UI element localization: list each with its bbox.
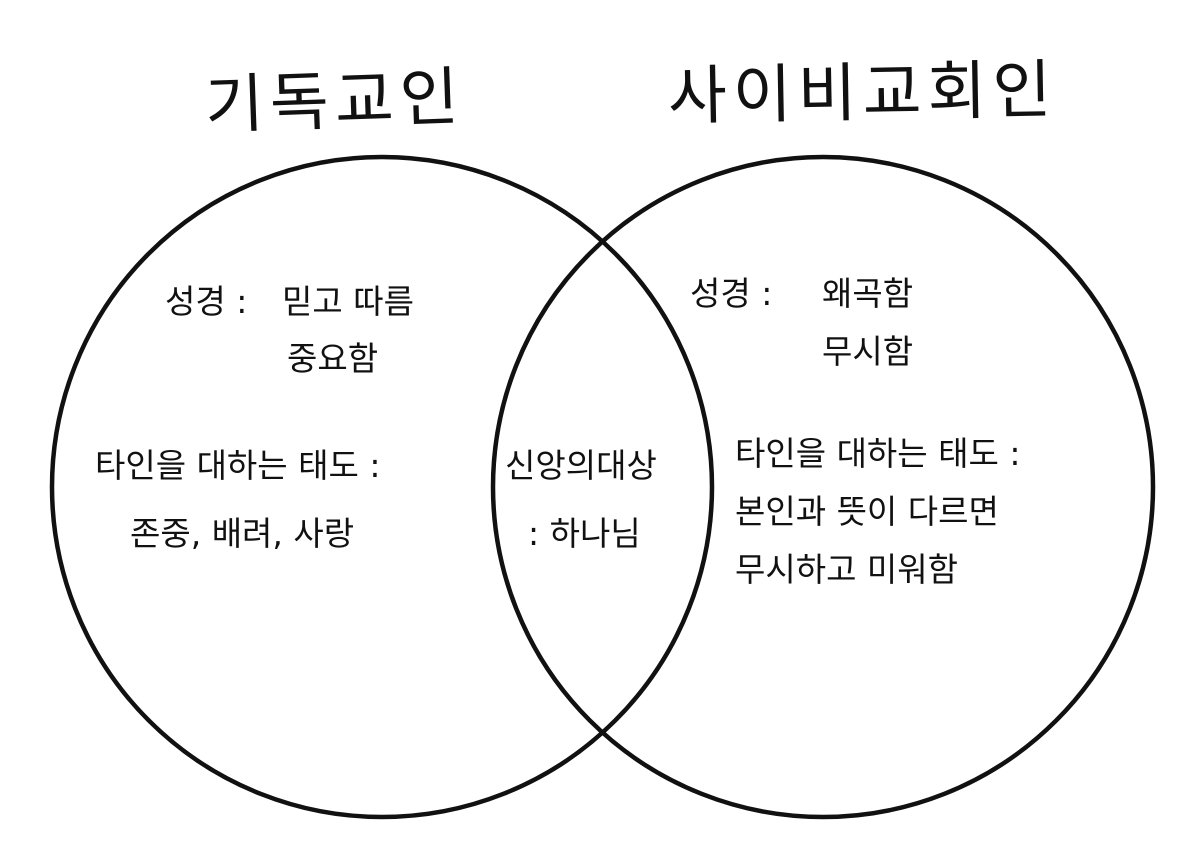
intersection-line1: 신앙의대상 <box>505 446 657 485</box>
left-set-title: 기독교인 <box>203 60 466 144</box>
left-bible-line2: 중요함 <box>287 339 379 378</box>
left-bible-label: 성경 : <box>165 282 248 321</box>
left-bible-line1: 믿고 따름 <box>282 282 414 321</box>
right-circle <box>490 154 1156 820</box>
right-attitude-label: 타인을 대하는 태도 : <box>735 434 1021 473</box>
right-bible-label: 성경 : <box>690 274 773 313</box>
right-attitude-line1: 본인과 뜻이 다르면 <box>735 492 999 531</box>
intersection-line2: : 하나님 <box>528 514 641 553</box>
left-attitude-value: 존중, 배려, 사랑 <box>130 514 355 553</box>
right-bible-line2: 무시함 <box>822 332 914 371</box>
left-circle <box>49 154 715 820</box>
right-bible-line1: 왜곡함 <box>822 274 914 313</box>
right-set-title: 사이비교회인 <box>667 53 1058 135</box>
left-attitude-label: 타인을 대하는 태도 : <box>95 446 381 485</box>
right-attitude-line2: 무시하고 미워함 <box>735 550 959 589</box>
